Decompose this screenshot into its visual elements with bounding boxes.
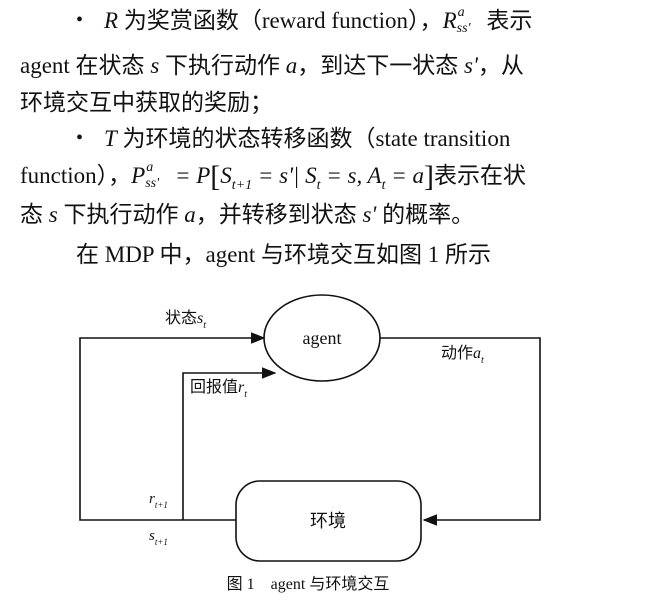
text-line-4: • T 为环境的状态转移函数（state transition <box>76 124 510 155</box>
state-label: 状态st <box>165 309 206 331</box>
next-state-label: st+1 <box>149 528 168 547</box>
text: ，并转移到状态 <box>195 202 363 227</box>
bracket: [ <box>210 160 221 193</box>
next-reward-label: rt+1 <box>149 491 168 510</box>
symbol-a: a <box>184 202 196 227</box>
reward-label: 回报值rt <box>190 378 247 400</box>
action-arrow <box>380 337 541 526</box>
text: function）， <box>20 163 132 188</box>
bracket: ] <box>424 160 435 193</box>
environment-node <box>235 480 422 562</box>
equation: = s, A <box>320 163 382 188</box>
agent-label: agent <box>303 328 342 348</box>
symbol-s-prime: s' <box>362 202 377 227</box>
symbol-T: T <box>104 126 117 151</box>
symbol-P: P <box>131 163 146 188</box>
sub: ss' <box>145 176 160 191</box>
text-line-7: 在 MDP 中，agent 与环境交互如图 1 所示 <box>76 240 491 270</box>
text-line-3: 环境交互中获取的奖励； <box>20 88 273 118</box>
text: ，从 <box>477 53 524 78</box>
bullet: • <box>76 9 84 31</box>
symbol-S: S <box>220 163 232 188</box>
sub: t <box>381 178 386 193</box>
text: 环境交互中获取的奖励； <box>20 90 273 115</box>
text: 在 MDP 中，agent 与环境交互如图 1 所示 <box>76 242 492 267</box>
text: 表示 <box>480 8 533 33</box>
state-arrow <box>79 332 266 521</box>
text: ，到达下一状态 <box>297 53 465 78</box>
text-line-2: agent 在状态 s 下执行动作 a，到达下一状态 s'，从 <box>20 51 524 81</box>
symbol-s-prime: s' <box>464 53 478 78</box>
sup: a <box>457 5 465 20</box>
action-label: 动作at <box>441 344 484 366</box>
sub: t <box>316 178 321 193</box>
figure-caption: 图 1 agent 与环境交互 <box>227 574 390 593</box>
equation: = P <box>169 163 211 188</box>
equation: = s'| S <box>252 163 317 188</box>
text-line-6: 态 s 下执行动作 a，并转移到状态 s' 的概率。 <box>20 200 474 230</box>
text: 下执行动作 <box>57 202 185 227</box>
text: 表示在状 <box>434 163 527 188</box>
bullet: • <box>76 127 84 149</box>
text: 下执行动作 <box>159 53 286 78</box>
environment-label: 环境 <box>310 511 346 531</box>
symbol-R: R <box>104 8 119 33</box>
equation: = a <box>385 163 425 188</box>
symbol-s: s <box>150 53 160 78</box>
text: 态 <box>20 202 49 227</box>
text: 的概率。 <box>376 202 475 227</box>
symbol-s: s <box>48 202 58 227</box>
sub: ss' <box>456 21 471 36</box>
text: 为奖赏函数（reward function）， <box>118 8 443 33</box>
sup: a <box>146 160 154 175</box>
symbol-R-ss: R <box>442 8 457 33</box>
text: 为环境的状态转移函数（state transition <box>116 126 511 151</box>
text: agent 在状态 <box>20 53 151 78</box>
symbol-a: a <box>285 53 298 78</box>
reward-arrow <box>182 367 277 520</box>
sub: t+1 <box>231 178 253 193</box>
